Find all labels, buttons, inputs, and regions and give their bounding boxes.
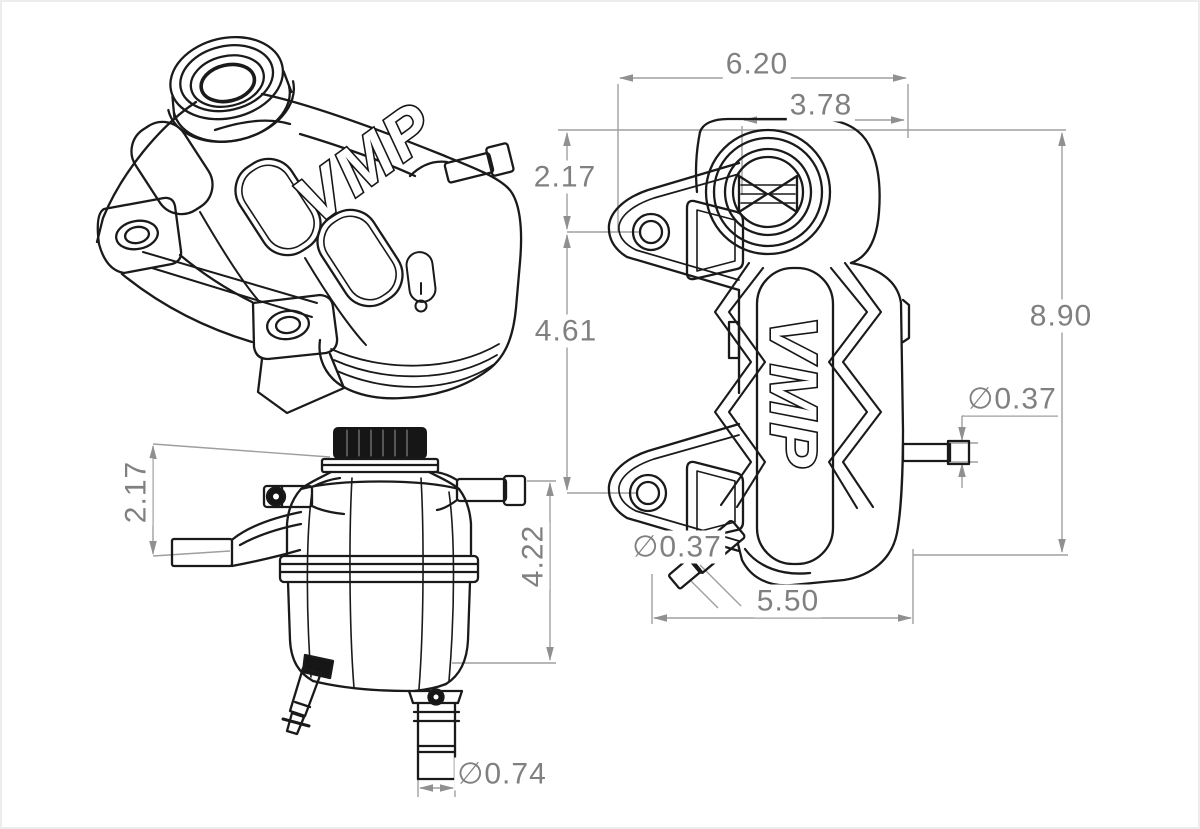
level-port-iso bbox=[405, 251, 437, 313]
vmp-logo-icon: VMP bbox=[757, 316, 831, 471]
dim-label-bottom-port-dia: ∅0.37 bbox=[629, 530, 725, 564]
frame-arch-cutouts-iso bbox=[130, 120, 404, 308]
dim-label-lower-width: 5.50 bbox=[753, 584, 823, 618]
dim-overall-length-lines bbox=[913, 132, 1068, 556]
dim-label-hole-spacing: 4.61 bbox=[531, 314, 601, 348]
tank-body-outline-iso bbox=[95, 92, 523, 400]
mounting-tab-upper-top bbox=[607, 161, 745, 292]
hose-nipple-iso bbox=[408, 142, 515, 184]
dim-outlet-lines bbox=[417, 778, 456, 797]
brand-logos: VMP VMP bbox=[279, 85, 832, 473]
dim-label-cap-offset: 3.78 bbox=[786, 88, 856, 122]
mounting-tab-lower-iso bbox=[251, 293, 346, 415]
mounting-tab-lower-top bbox=[607, 422, 745, 553]
body-outline-top bbox=[727, 261, 911, 587]
dim-body-height-lines bbox=[452, 480, 556, 664]
dim-label-overall-width: 6.20 bbox=[722, 47, 792, 81]
frame-straps-iso bbox=[142, 211, 367, 346]
dim-label-body-height: 4.22 bbox=[516, 521, 550, 591]
top-view bbox=[607, 117, 971, 590]
dim-label-overall-length: 8.90 bbox=[1026, 299, 1096, 333]
pressure-cap-front bbox=[320, 427, 440, 474]
center-panel-top bbox=[755, 266, 835, 566]
mounting-bracket-front bbox=[170, 510, 303, 568]
left-hose-nipple-front bbox=[262, 476, 346, 516]
isometric-view bbox=[95, 35, 523, 415]
dim-side-port-lines bbox=[948, 415, 1058, 488]
bottom-outlet-tube-front bbox=[407, 688, 464, 781]
cap-top-view bbox=[694, 117, 881, 265]
front-view bbox=[170, 427, 527, 781]
dim-overall-width-lines bbox=[617, 74, 909, 232]
right-hose-nipple-front bbox=[434, 470, 527, 512]
side-hose-nipple-top bbox=[901, 439, 971, 466]
drain-valve-front bbox=[281, 653, 335, 736]
dimension-lines bbox=[149, 74, 1068, 797]
dim-label-port-height: 2.17 bbox=[119, 457, 153, 527]
dim-port-height-lines bbox=[149, 443, 331, 557]
filler-neck-iso bbox=[167, 35, 295, 143]
dim-bottom-port-lines bbox=[689, 564, 742, 609]
mounting-tab-left-iso bbox=[96, 196, 183, 275]
dim-label-edge-to-hole: 2.17 bbox=[530, 160, 600, 194]
ribbed-band-iso bbox=[330, 343, 500, 388]
dim-label-side-port-dia: ∅0.37 bbox=[964, 382, 1060, 416]
dim-lower-width-lines bbox=[651, 549, 914, 624]
dim-hole-spacing-lines bbox=[563, 234, 638, 494]
dim-label-outlet-dia: ∅0.74 bbox=[454, 757, 550, 791]
